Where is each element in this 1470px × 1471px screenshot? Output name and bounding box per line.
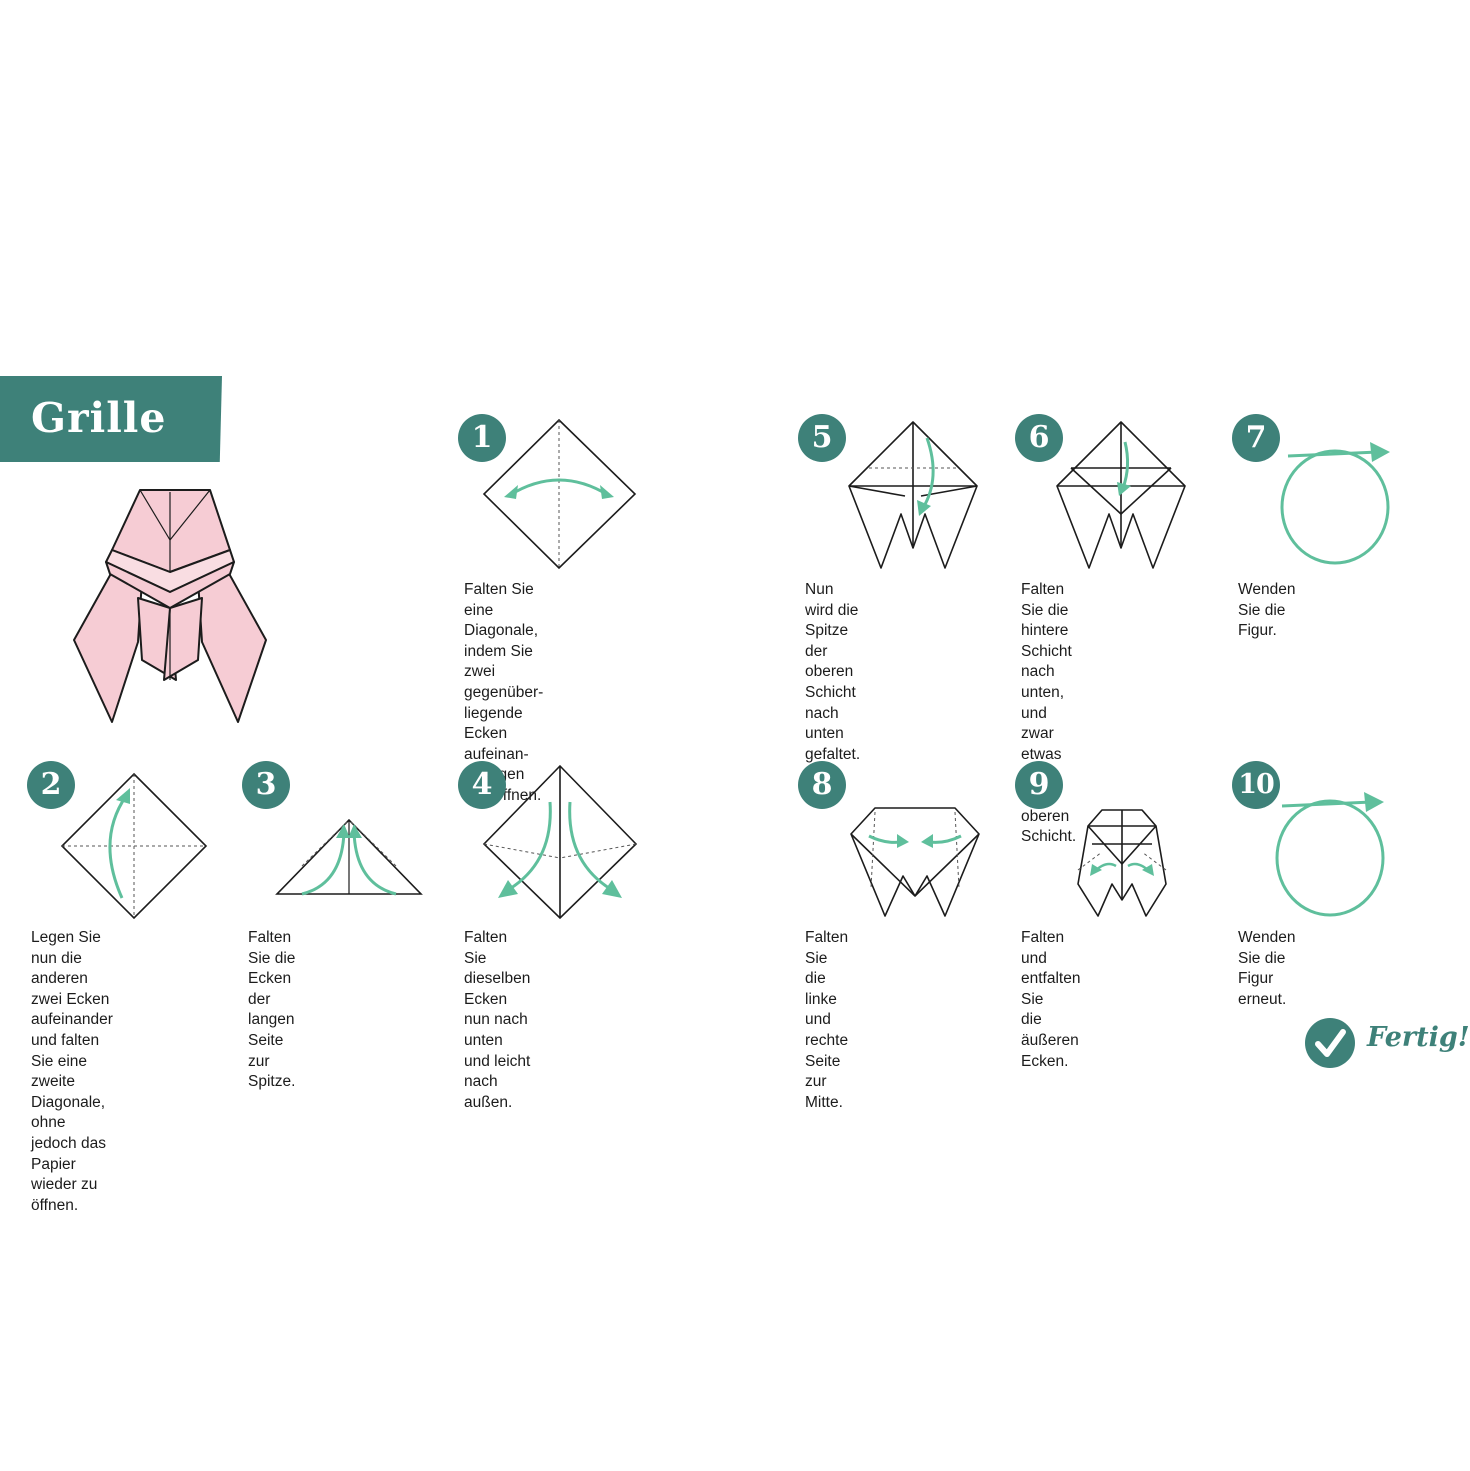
page-title: Grille	[31, 394, 167, 442]
step-6-instructions: Falten Sie die hintere Schicht nach unte…	[1021, 581, 1077, 846]
arrow-head-icon	[602, 880, 622, 898]
step-number-badge: 2	[27, 761, 75, 809]
step-2-instructions: Legen Sie nun die anderen zwei Ecken auf…	[31, 929, 113, 1214]
arrow-head-icon	[917, 500, 931, 516]
step-7-instructions: Wenden Sie die Figur.	[1238, 581, 1296, 640]
step-1-diagram	[482, 418, 637, 570]
step-10-instructions: Wenden Sie die Figur erneut.	[1238, 929, 1296, 1008]
step-4-diagram	[482, 764, 638, 920]
title-banner: Grille	[0, 376, 222, 462]
step-4-instructions: Falten Sie dieselben Ecken nun nach unte…	[464, 929, 531, 1111]
step-number-badge: 5	[798, 414, 846, 462]
step-number-badge: 3	[242, 761, 290, 809]
arrow-head-icon	[1117, 482, 1131, 496]
arrow-head-icon	[504, 485, 518, 499]
step-number-badge: 10	[1232, 761, 1280, 809]
step-3-instructions: Falten Sie die Ecken der langen Seite zu…	[248, 929, 296, 1091]
finished-cricket-illustration	[73, 489, 267, 723]
arrow-head-icon	[348, 824, 362, 838]
finished-label: Fertig!	[1367, 1022, 1470, 1053]
arrow-head-icon	[1090, 864, 1102, 876]
arrow-head-icon	[600, 485, 614, 499]
arrow-head-icon	[1142, 864, 1154, 876]
step-3-diagram	[275, 818, 423, 896]
step-number-badge: 6	[1015, 414, 1063, 462]
step-number-badge: 1	[458, 414, 506, 462]
step-9-diagram	[1077, 809, 1167, 917]
turn-over-icon	[1275, 792, 1385, 917]
step-5-instructions: Nun wird die Spitze der oberen Schicht n…	[805, 581, 861, 763]
step-6-diagram	[1056, 421, 1186, 569]
step-9-instructions: Falten und entfalten Sie die äußeren Eck…	[1021, 929, 1081, 1070]
step-8-instructions: Falten Sie die linke und rechte Seite zu…	[805, 929, 849, 1111]
step-5-diagram	[848, 421, 978, 569]
arrow-head-icon	[336, 824, 350, 838]
checkmark-icon	[1305, 1018, 1355, 1068]
arrow-head-icon	[921, 834, 933, 848]
turn-over-icon	[1280, 442, 1390, 565]
step-number-badge: 8	[798, 761, 846, 809]
step-number-badge: 4	[458, 761, 506, 809]
arrow-head-icon	[116, 788, 130, 804]
arrow-head-icon	[498, 880, 518, 898]
step-number-badge: 7	[1232, 414, 1280, 462]
finished-marker: Fertig!	[1305, 1018, 1470, 1070]
step-8-diagram	[850, 807, 980, 917]
step-number-badge: 9	[1015, 761, 1063, 809]
step-2-diagram	[60, 772, 208, 920]
arrow-head-icon	[897, 834, 909, 848]
